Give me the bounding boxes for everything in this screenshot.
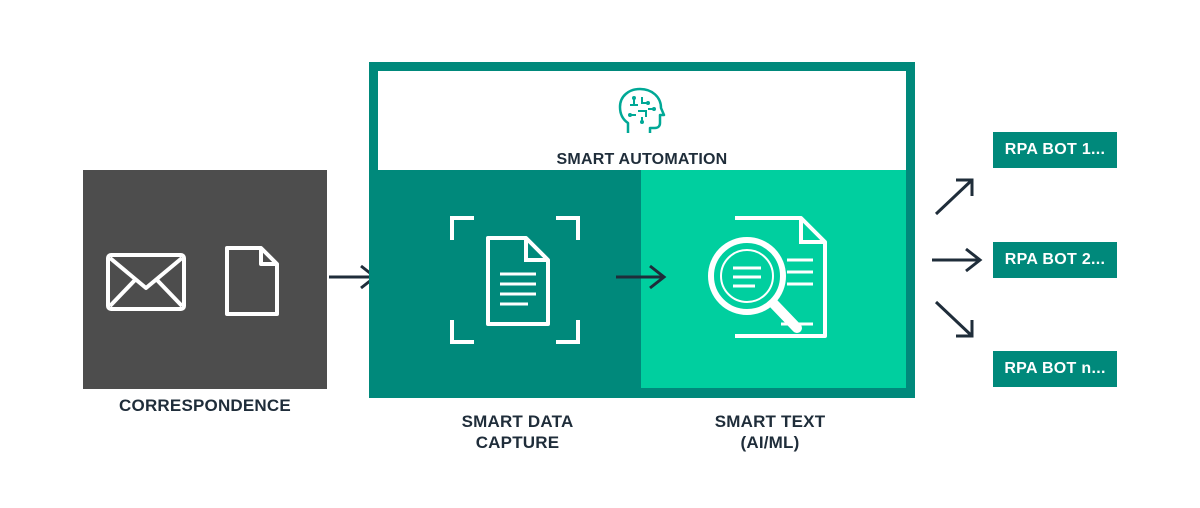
correspondence-label: CORRESPONDENCE: [119, 396, 291, 415]
magnifier-document-icon: [708, 216, 827, 338]
rpa-bot-2: RPA BOT 2...: [993, 242, 1117, 278]
rpa-bot-1: RPA BOT 1...: [993, 132, 1117, 168]
smart-text-line1: SMART TEXT: [714, 412, 826, 431]
smart-automation-header: SMART AUTOMATION: [378, 71, 906, 170]
arrow-icon: [616, 264, 667, 290]
mail-icon: [106, 253, 186, 311]
smart-automation-title: SMART AUTOMATION: [556, 151, 728, 168]
arrow-right-icon: [932, 247, 983, 273]
arrow-up-right-icon: [934, 178, 974, 216]
smart-data-capture-panel: [378, 170, 641, 388]
rpa-bot-n: RPA BOT n...: [993, 351, 1117, 387]
brain-icon: [618, 87, 666, 133]
scan-document-icon: [450, 216, 580, 344]
smart-data-capture-label: SMART DATA CAPTURE: [420, 411, 615, 453]
arrow-down-right-icon: [934, 300, 974, 338]
smart-text-line2: (AI/ML): [740, 433, 800, 452]
smart-data-capture-line2: CAPTURE: [475, 433, 560, 452]
document-icon: [225, 246, 279, 316]
correspondence-box: [83, 170, 327, 389]
smart-data-capture-line1: SMART DATA: [461, 412, 574, 431]
smart-text-panel: [641, 170, 906, 388]
smart-text-label: SMART TEXT (AI/ML): [680, 411, 860, 453]
